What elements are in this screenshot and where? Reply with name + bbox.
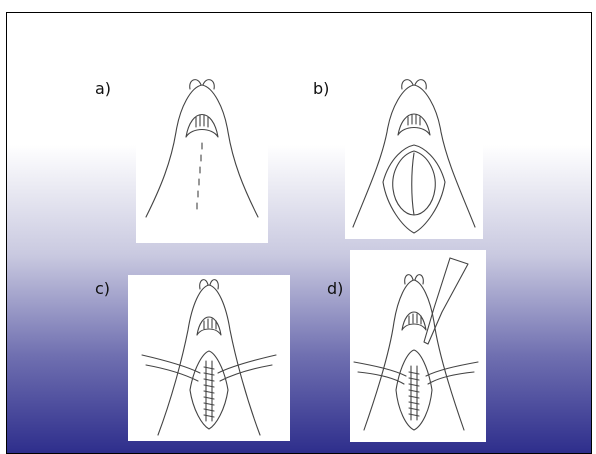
midline-incision-drawing	[136, 77, 268, 243]
panel-d-label: d)	[327, 279, 343, 298]
panel-c-label: c)	[95, 279, 110, 298]
panel-d-illustration	[350, 250, 486, 442]
panel-a-label: a)	[95, 79, 111, 98]
panel-b-label: b)	[313, 79, 329, 98]
panel-a-illustration	[136, 77, 268, 243]
slide: a) b) c) d)	[6, 12, 592, 454]
panel-c-illustration	[128, 275, 290, 441]
open-incision-drawing	[345, 77, 483, 239]
closure-with-instrument-drawing	[350, 250, 486, 442]
panel-b-illustration	[345, 77, 483, 239]
suture-closure-drawing	[128, 275, 290, 441]
